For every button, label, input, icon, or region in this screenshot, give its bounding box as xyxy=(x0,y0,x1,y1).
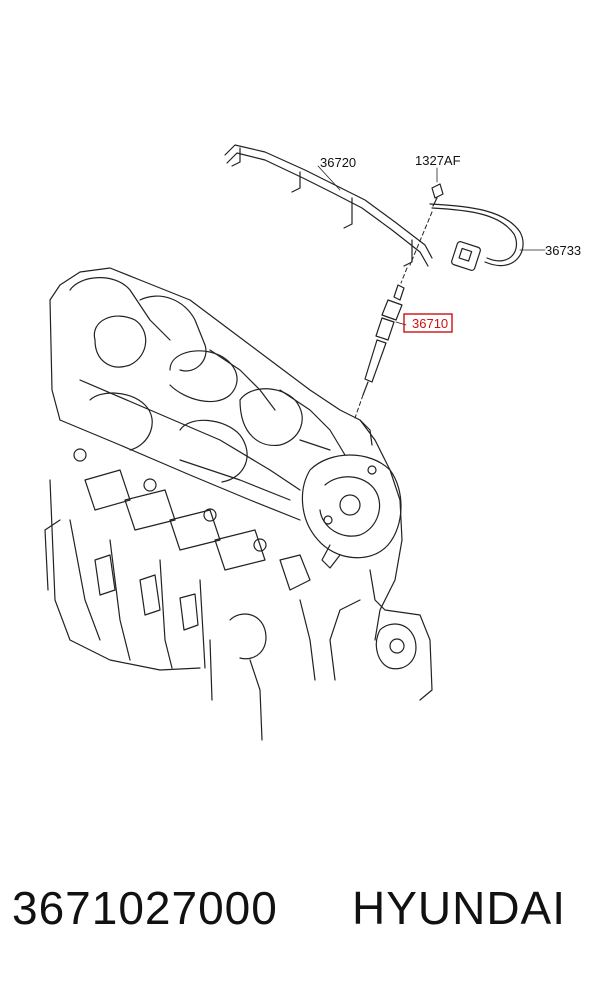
engine-block-drawing xyxy=(44,267,433,741)
brand-label: HYUNDAI xyxy=(352,882,567,934)
callout-36733: 36733 xyxy=(545,243,581,258)
highlight-box xyxy=(403,313,453,333)
callout-36710: 36710 xyxy=(412,316,448,331)
connector-cable-drawing xyxy=(429,203,524,271)
clip-drawing xyxy=(431,183,444,207)
part-number-label: 3671027000 xyxy=(12,882,278,934)
callout-1327af: 1327AF xyxy=(415,153,461,168)
exploded-parts-diagram: 36720 1327AF 36733 36710 xyxy=(44,144,581,741)
glow-plug-drawing xyxy=(362,284,405,396)
callout-36720: 36720 xyxy=(320,155,356,170)
